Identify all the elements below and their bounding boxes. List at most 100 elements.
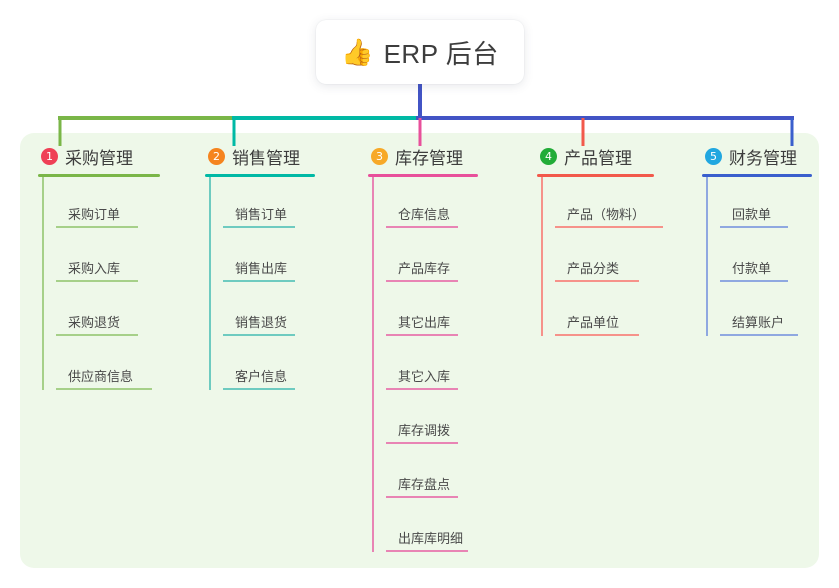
leaf-label: 库存调拨: [398, 423, 451, 438]
branch-5-leaf-item[interactable]: 回款单: [720, 177, 812, 231]
branch-underline-4: [537, 174, 654, 177]
branch-4-leaf-item[interactable]: 产品（物料）: [555, 177, 663, 231]
leaf-label: 出库库明细: [398, 531, 464, 546]
branch-column-1: 1 采购管理 采购订单采购入库采购退货供应商信息: [38, 144, 160, 393]
branch-4-leaf-item[interactable]: 产品单位: [555, 285, 654, 339]
leaf-underline: [56, 226, 138, 228]
branch-3-leaf-item[interactable]: 其它出库: [386, 285, 478, 339]
branch-header-2[interactable]: 2 销售管理: [205, 144, 315, 168]
branch-spine-3: [372, 177, 374, 552]
leaf-label: 供应商信息: [68, 369, 134, 384]
branch-title-5: 财务管理: [729, 148, 797, 168]
branch-badge-1: 1: [41, 147, 58, 165]
branch-3-leaf-item[interactable]: 库存盘点: [386, 447, 478, 501]
leaf-underline: [386, 226, 458, 228]
branch-3-leaf-item[interactable]: 出库库明细: [386, 501, 478, 555]
branch-3-leaf-item[interactable]: 产品库存: [386, 231, 478, 285]
branch-4-leaf-item[interactable]: 产品分类: [555, 231, 654, 285]
branch-badge-2: 2: [208, 147, 225, 165]
branch-badge-3: 3: [371, 147, 388, 165]
branch-leaf-list-4: 产品（物料） 产品分类产品单位: [537, 177, 663, 339]
leaf-underline: [386, 280, 458, 282]
branch-header-4[interactable]: 4 产品管理: [537, 144, 654, 168]
leaf-underline: [555, 334, 639, 336]
leaf-underline: [386, 496, 458, 498]
leaf-underline: [720, 334, 798, 336]
leaf-label: 产品分类: [567, 261, 620, 276]
leaf-underline: [555, 226, 663, 228]
leaf-underline: [720, 280, 788, 282]
branch-2-leaf-item[interactable]: 销售退货: [223, 285, 315, 339]
leaf-underline: [223, 388, 295, 390]
leaf-label: 采购订单: [68, 207, 121, 222]
branches-panel: [20, 133, 819, 568]
branch-underline-1: [38, 174, 160, 177]
root-title: ERP 后台: [383, 38, 499, 69]
leaf-underline: [56, 334, 138, 336]
branch-5-leaf-item[interactable]: 付款单: [720, 231, 812, 285]
leaf-label: 采购退货: [68, 315, 121, 330]
leaf-underline: [56, 280, 138, 282]
branch-1-leaf-item[interactable]: 采购订单: [56, 177, 160, 231]
leaf-label: 产品（物料）: [567, 207, 646, 222]
branch-badge-5: 5: [705, 147, 722, 165]
branch-title-1: 采购管理: [65, 148, 133, 168]
leaf-underline: [386, 334, 458, 336]
leaf-underline: [386, 550, 468, 552]
branch-header-5[interactable]: 5 财务管理: [702, 144, 812, 168]
branch-3-leaf-item[interactable]: 仓库信息: [386, 177, 478, 231]
leaf-label: 回款单: [732, 207, 772, 222]
branch-spine-4: [541, 177, 543, 336]
branch-leaf-list-1: 采购订单采购入库采购退货供应商信息: [38, 177, 160, 393]
leaf-underline: [56, 388, 152, 390]
leaf-label: 产品单位: [567, 315, 620, 330]
leaf-label: 销售退货: [235, 315, 288, 330]
leaf-label: 产品库存: [398, 261, 451, 276]
leaf-label: 其它出库: [398, 315, 451, 330]
leaf-label: 采购入库: [68, 261, 121, 276]
branch-1-leaf-item[interactable]: 采购入库: [56, 231, 160, 285]
branch-header-1[interactable]: 1 采购管理: [38, 144, 160, 168]
branch-2-leaf-item[interactable]: 销售订单: [223, 177, 315, 231]
branch-5-leaf-item[interactable]: 结算账户: [720, 285, 812, 339]
thumbs-up-icon: 👍: [341, 37, 374, 67]
branch-leaf-list-3: 仓库信息产品库存其它出库其它入库库存调拨库存盘点出库库明细: [368, 177, 478, 555]
branch-column-2: 2 销售管理 销售订单销售出库销售退货客户信息: [205, 144, 315, 393]
branch-leaf-list-2: 销售订单销售出库销售退货客户信息: [205, 177, 315, 393]
branch-underline-5: [702, 174, 812, 177]
leaf-label: 付款单: [732, 261, 772, 276]
branch-1-leaf-item[interactable]: 供应商信息: [56, 339, 160, 393]
branch-2-leaf-item[interactable]: 销售出库: [223, 231, 315, 285]
leaf-underline: [386, 442, 458, 444]
leaf-label: 客户信息: [235, 369, 288, 384]
leaf-underline: [555, 280, 639, 282]
branch-spine-1: [42, 177, 44, 390]
leaf-label: 销售订单: [235, 207, 288, 222]
leaf-underline: [386, 388, 458, 390]
leaf-underline: [223, 334, 295, 336]
branch-column-3: 3 库存管理 仓库信息产品库存其它出库其它入库库存调拨库存盘点出库库明细: [368, 144, 478, 555]
branch-badge-4: 4: [540, 147, 557, 165]
leaf-label: 仓库信息: [398, 207, 451, 222]
branch-column-5: 5 财务管理 回款单付款单结算账户: [702, 144, 812, 339]
leaf-label: 结算账户: [732, 315, 785, 330]
branch-title-2: 销售管理: [232, 148, 300, 168]
branch-2-leaf-item[interactable]: 客户信息: [223, 339, 315, 393]
branch-3-leaf-item[interactable]: 库存调拨: [386, 393, 478, 447]
leaf-underline: [223, 226, 295, 228]
branch-1-leaf-item[interactable]: 采购退货: [56, 285, 160, 339]
branch-3-leaf-item[interactable]: 其它入库: [386, 339, 478, 393]
branch-column-4: 4 产品管理 产品（物料） 产品分类产品单位: [537, 144, 663, 339]
leaf-label: 其它入库: [398, 369, 451, 384]
branch-header-3[interactable]: 3 库存管理: [368, 144, 478, 168]
branch-leaf-list-5: 回款单付款单结算账户: [702, 177, 812, 339]
branch-title-4: 产品管理: [564, 148, 632, 168]
branch-underline-3: [368, 174, 478, 177]
leaf-underline: [720, 226, 788, 228]
branch-title-3: 库存管理: [395, 148, 463, 168]
leaf-label: 库存盘点: [398, 477, 451, 492]
root-node[interactable]: 👍 ERP 后台: [316, 20, 524, 84]
leaf-label: 销售出库: [235, 261, 288, 276]
branch-spine-5: [706, 177, 708, 336]
